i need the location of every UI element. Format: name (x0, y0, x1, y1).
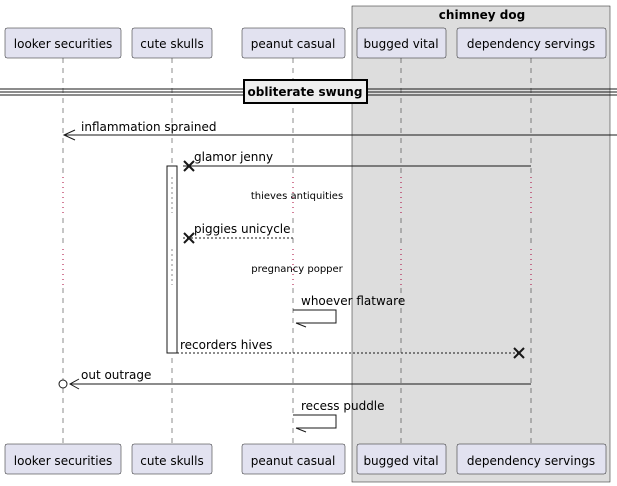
group-box-chimney-dog: chimney dog (351, 5, 611, 483)
divider: obliterate swung (0, 79, 617, 104)
participant-peanut-casual: peanut casual (241, 27, 346, 59)
destroy-icon (183, 232, 195, 244)
participant-cute-skulls-footer: cute skulls (131, 443, 213, 475)
svg-text:dependency servings: dependency servings (467, 37, 595, 51)
group-box-title: chimney dog (439, 8, 525, 22)
participant-header-row: looker securities cute skulls peanut cas… (4, 27, 607, 59)
message-label: piggies unicycle (194, 222, 291, 236)
divider-label: obliterate swung (248, 85, 363, 99)
participant-looker-securities: looker securities (4, 27, 122, 59)
delay-gap-2 (60, 248, 534, 286)
message-piggies-unicycle: piggies unicycle (183, 222, 293, 244)
lost-endpoint-icon (58, 379, 68, 389)
svg-text:dependency servings: dependency servings (467, 454, 595, 468)
participant-bugged-vital-footer: bugged vital (356, 443, 447, 475)
delay-label: thieves antiquities (251, 191, 343, 202)
svg-text:looker securities: looker securities (14, 37, 112, 51)
message-whoever-flatware: whoever flatware (293, 294, 405, 328)
svg-text:peanut casual: peanut casual (251, 454, 336, 468)
delay-label: pregnancy popper (251, 264, 343, 275)
participant-dependency-servings: dependency servings (456, 27, 607, 59)
message-label: out outrage (81, 368, 151, 382)
svg-text:peanut casual: peanut casual (251, 37, 336, 51)
message-recess-puddle: recess puddle (293, 399, 385, 433)
message-label: inflammation sprained (81, 120, 216, 134)
svg-text:cute skulls: cute skulls (140, 37, 203, 51)
destroy-icon (513, 347, 525, 359)
svg-text:cute skulls: cute skulls (140, 454, 203, 468)
message-out-outrage: out outrage (58, 368, 531, 390)
participant-footer-row: looker securities cute skulls peanut cas… (4, 443, 607, 475)
participant-peanut-casual-footer: peanut casual (241, 443, 346, 475)
message-label: whoever flatware (301, 294, 405, 308)
message-label: recorders hives (180, 338, 272, 352)
participant-dependency-servings-footer: dependency servings (456, 443, 607, 475)
message-label: glamor jenny (194, 150, 273, 164)
destroy-icon (183, 160, 195, 172)
activation-bar-cute-skulls (166, 165, 178, 354)
delay-gap-1 (60, 176, 534, 214)
svg-text:bugged vital: bugged vital (363, 37, 438, 51)
participant-cute-skulls: cute skulls (131, 27, 213, 59)
participant-bugged-vital: bugged vital (356, 27, 447, 59)
message-label: recess puddle (301, 399, 385, 413)
svg-text:bugged vital: bugged vital (363, 454, 438, 468)
message-recorders-hives: recorders hives (177, 338, 525, 359)
participant-looker-securities-footer: looker securities (4, 443, 122, 475)
message-glamor-jenny: glamor jenny (183, 150, 531, 172)
svg-text:looker securities: looker securities (14, 454, 112, 468)
delay-gaps: thieves antiquities pregnancy popper (60, 176, 534, 286)
message-inflammation-sprained: inflammation sprained (62, 120, 617, 141)
